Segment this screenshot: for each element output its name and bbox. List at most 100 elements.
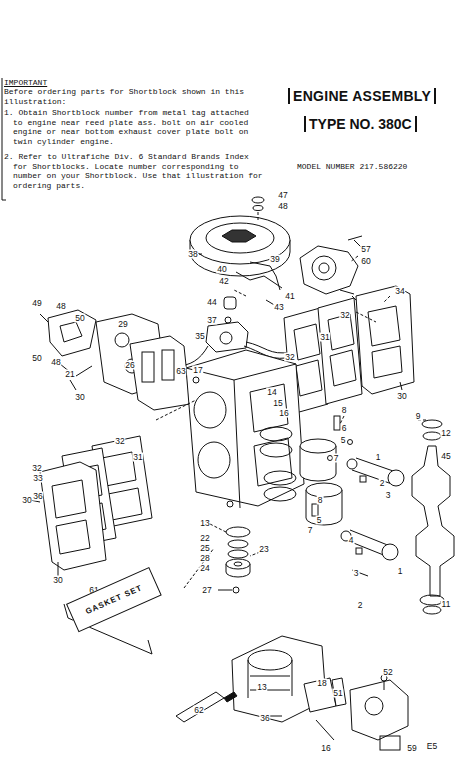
- illustration-part: [340, 236, 362, 302]
- illustration-part: [300, 416, 353, 525]
- illustration-part: [312, 504, 318, 516]
- callout-number: 62: [193, 706, 204, 715]
- callout-number: 29: [117, 320, 128, 329]
- illustration-part: [400, 382, 402, 390]
- callout-number: 16: [320, 744, 331, 753]
- callout-number: 11: [441, 600, 452, 609]
- illustration-part: [228, 540, 248, 548]
- illustration-part: [258, 212, 259, 222]
- illustration-part: [341, 458, 404, 576]
- callout-number: 12: [440, 429, 451, 438]
- callout-number: 7: [307, 526, 314, 535]
- callout-number: 30: [52, 576, 63, 585]
- illustration-part: [260, 427, 292, 441]
- illustration-part: [384, 681, 385, 690]
- diagram-title: ENGINE ASSEMBLY: [288, 88, 436, 104]
- illustration-part: [365, 697, 383, 715]
- callout-number: 48: [50, 358, 61, 367]
- illustration-part: [270, 716, 282, 717]
- illustration-part: [40, 310, 190, 410]
- callout-number: 24: [199, 564, 210, 573]
- illustration-part: [2, 200, 6, 201]
- callout-number: 37: [206, 316, 217, 325]
- callout-number: 4: [348, 536, 355, 545]
- illustration-part: [248, 660, 292, 698]
- callout-number: 15: [272, 399, 283, 408]
- callout-number: 5: [340, 436, 347, 445]
- illustration-part: [368, 306, 400, 346]
- illustration-part: [156, 400, 196, 420]
- callout-number: 59: [406, 744, 417, 753]
- illustration-part: [384, 296, 390, 302]
- illustration-part: [306, 483, 342, 497]
- illustration-part: [224, 297, 236, 309]
- illustration-part: [382, 544, 398, 560]
- illustration-part: [52, 480, 86, 518]
- callout-number: 36: [259, 714, 270, 723]
- callout-number: 48: [277, 202, 288, 211]
- note-text: Before ordering parts for Shortblock sho…: [4, 87, 250, 106]
- illustration-part: [176, 692, 224, 722]
- illustration-part: [300, 246, 358, 294]
- illustration-part: [350, 256, 358, 262]
- callout-number: 13: [199, 519, 210, 528]
- illustration-part: [224, 692, 237, 702]
- illustration-part: [190, 216, 290, 264]
- illustration-part: [184, 548, 214, 588]
- illustration-part: [284, 286, 414, 414]
- illustration-part: [300, 236, 362, 302]
- illustration-part: [190, 197, 290, 276]
- callout-number: 32: [284, 353, 295, 362]
- model-number: MODEL NUMBER 217.586220: [297, 162, 407, 171]
- illustration-part: [2, 78, 6, 200]
- illustration-part: [58, 562, 59, 576]
- illustration-part: [224, 262, 282, 330]
- illustration-part: [264, 487, 296, 501]
- illustration-part: [162, 350, 174, 380]
- illustration-part: [318, 298, 362, 404]
- callout-number: 40: [216, 265, 227, 274]
- illustration-part: [60, 322, 82, 342]
- callout-number: 1: [375, 453, 382, 462]
- callout-number: 50: [74, 314, 85, 323]
- illustration-part: [423, 432, 441, 440]
- illustration-part: [332, 678, 346, 706]
- illustration-part: [194, 392, 226, 428]
- illustration-part: [260, 443, 292, 457]
- callout-number: 25: [199, 544, 210, 553]
- callout-number: 3: [353, 569, 360, 578]
- callout-number: 60: [360, 257, 371, 266]
- callout-number: 39: [269, 255, 280, 264]
- illustration-part: [330, 350, 356, 386]
- illustration-part: [233, 587, 239, 593]
- illustration-part: [253, 206, 263, 211]
- callout-number: 27: [201, 586, 212, 595]
- illustration-part: [220, 332, 232, 344]
- illustration-part: [234, 290, 246, 296]
- illustration-part: [412, 420, 454, 614]
- illustration-part: [319, 263, 329, 273]
- callout-number: 21: [64, 370, 75, 379]
- type-number: TYPE NO. 380C: [304, 116, 417, 132]
- illustration-part: [300, 439, 336, 453]
- callout-number: 52: [382, 668, 393, 677]
- illustration-part: [412, 446, 454, 596]
- callout-number: 35: [194, 332, 205, 341]
- callout-number: 18: [316, 679, 327, 688]
- illustration-part: [227, 501, 233, 507]
- illustration-part: [347, 459, 357, 469]
- callout-number: 7: [333, 454, 340, 463]
- callout-number: 63: [175, 367, 186, 376]
- illustration-part: [356, 286, 414, 394]
- callout-number: 2: [357, 601, 364, 610]
- callout-number: 31: [132, 453, 143, 462]
- gasket-set-box: GASKET SET: [66, 567, 162, 632]
- illustration-part: [108, 488, 142, 520]
- illustration-part: [248, 650, 292, 670]
- callout-number: 44: [206, 298, 217, 307]
- callout-number: 30: [396, 392, 407, 401]
- callout-number: 57: [360, 245, 371, 254]
- callout-number: 36: [32, 492, 43, 501]
- illustration-part: [360, 476, 366, 482]
- illustration-part: [264, 471, 296, 485]
